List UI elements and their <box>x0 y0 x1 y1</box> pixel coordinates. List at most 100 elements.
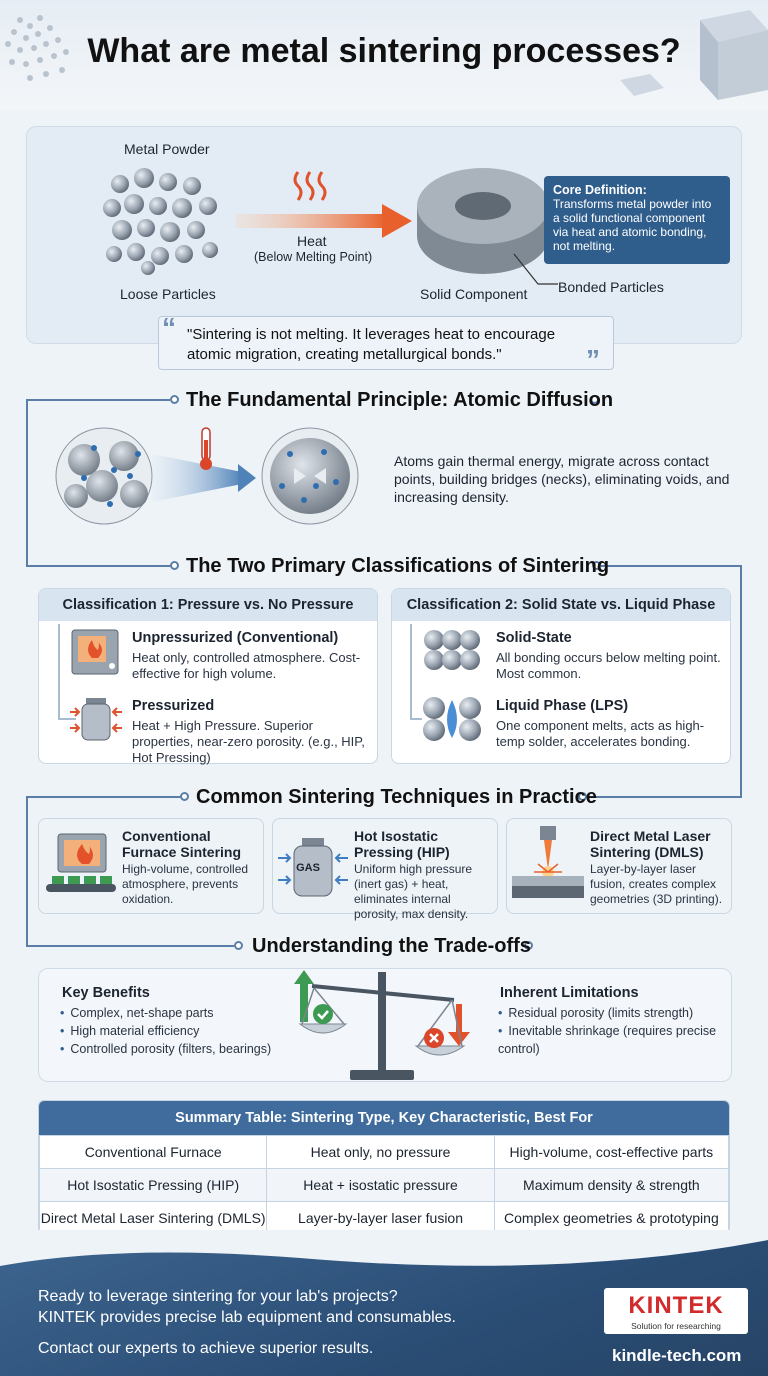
dmls-desc: Layer-by-layer laser fusion, creates com… <box>590 862 723 906</box>
table-cell: Maximum density & strength <box>493 1168 729 1202</box>
solid-state-desc: All bonding occurs below melting point. … <box>496 650 721 681</box>
connector-dot <box>524 941 533 950</box>
conveyor-furnace-icon <box>46 833 116 892</box>
liquid-phase-name: Liquid Phase (LPS) <box>496 698 629 714</box>
gas-vessel-icon <box>278 838 348 897</box>
table-row: Direct Metal Laser Sintering (DMLS) Laye… <box>39 1201 729 1233</box>
core-definition-text: Transforms metal powder into a solid fun… <box>553 197 712 253</box>
pressure-vessel-icon <box>70 698 122 741</box>
connector-line <box>26 796 182 798</box>
table-cell: Hot Isostatic Pressing (HIP) <box>39 1168 268 1202</box>
metal-cube-decoration <box>620 10 768 100</box>
classification-1-header: Classification 1: Pressure vs. No Pressu… <box>39 589 377 621</box>
connector-dot <box>592 561 601 570</box>
tradeoffs-title: Understanding the Trade-offs <box>252 935 531 957</box>
pressurized-desc: Heat + High Pressure. Superior propertie… <box>132 718 365 765</box>
liquid-phase-desc: One component melts, acts as high-temp s… <box>496 718 705 749</box>
connector-line <box>601 565 741 567</box>
tree-line <box>58 718 76 720</box>
connector-line <box>26 399 170 401</box>
unpressurized-name: Unpressurized (Conventional) <box>132 630 339 646</box>
page-title: What are metal sintering processes? <box>87 32 681 70</box>
metal-powder-label: Metal Powder <box>124 141 210 157</box>
quote-box: "Sintering is not melting. It leverages … <box>158 316 614 370</box>
heat-label: Heat <box>297 233 327 249</box>
connector-line <box>586 796 742 798</box>
tree-line <box>410 624 412 720</box>
limits-title: Inherent Limitations <box>500 985 639 1001</box>
solid-ring-illustration <box>417 168 549 274</box>
loose-particles-illustration <box>103 168 218 275</box>
footer-line-2: KINTEK provides precise lab equipment an… <box>38 1309 456 1326</box>
dmls-name: Direct Metal Laser Sintering (DMLS) <box>590 828 711 860</box>
connector-line <box>26 399 28 565</box>
connector-line <box>26 796 28 946</box>
connector-dot <box>578 792 587 801</box>
table-cell: Complex geometries & prototyping <box>493 1201 729 1233</box>
connector-line <box>740 565 742 797</box>
benefits-title: Key Benefits <box>62 985 150 1001</box>
thermometer-icon <box>200 427 212 470</box>
balance-scale-illustration <box>294 970 470 1080</box>
powder-pile-decoration <box>5 15 69 81</box>
table-cell: Heat only, no pressure <box>266 1135 495 1169</box>
tree-line <box>410 718 422 720</box>
limits-list: Residual porosity (limits strength) Inev… <box>498 1004 726 1058</box>
brand-tagline: Solution for researching <box>631 1321 721 1331</box>
connector-line <box>26 945 234 947</box>
heat-arrow-illustration <box>236 171 412 238</box>
gas-label: GAS <box>296 862 320 874</box>
pressurized-name: Pressurized <box>132 698 215 714</box>
bonded-particles-label: Bonded Particles <box>558 279 664 295</box>
table-cell: High-volume, cost-effective parts <box>493 1135 729 1169</box>
footer-wave <box>0 1230 768 1266</box>
table-row: Conventional Furnace Heat only, no press… <box>39 1135 729 1169</box>
summary-table: Conventional Furnace Heat only, no press… <box>39 1135 729 1233</box>
connector-dot <box>170 561 179 570</box>
solid-state-name: Solid-State <box>496 630 572 646</box>
connector-dot <box>234 941 243 950</box>
hip-desc: Uniform high pressure (inert gas) + heat… <box>354 862 473 921</box>
core-definition-title: Core Definition: <box>553 183 647 197</box>
hip-name: Hot Isostatic Pressing (HIP) <box>354 828 450 860</box>
liquid-phase-particles-icon <box>423 697 481 741</box>
connector-dot <box>170 395 179 404</box>
table-row: Hot Isostatic Pressing (HIP) Heat + isos… <box>39 1168 729 1202</box>
atomic-diffusion-illustration <box>55 427 359 525</box>
solid-component-label: Solid Component <box>420 286 528 302</box>
website-link[interactable]: kindle-tech.com <box>612 1346 742 1365</box>
classification-2-header: Classification 2: Solid State vs. Liquid… <box>392 589 730 621</box>
quote-text: "Sintering is not melting. It leverages … <box>187 326 556 363</box>
solid-state-particles-icon <box>424 630 480 670</box>
brand-logo-box: KINTEK Solution for researching <box>604 1288 748 1334</box>
table-cell: Layer-by-layer laser fusion <box>266 1201 495 1233</box>
footer-line-3[interactable]: Contact our experts to achieve superior … <box>38 1340 374 1357</box>
limit-item: Residual porosity (limits strength) <box>498 1004 726 1022</box>
loose-particles-label: Loose Particles <box>120 286 216 302</box>
table-cell: Conventional Furnace <box>39 1135 268 1169</box>
open-quote-icon: “ <box>162 312 176 343</box>
core-definition-box: Core Definition: Transforms metal powder… <box>544 176 730 264</box>
connector-line <box>26 565 176 567</box>
classification-2-card: Classification 2: Solid State vs. Liquid… <box>391 588 731 764</box>
principle-title: The Fundamental Principle: Atomic Diffus… <box>186 389 614 411</box>
furnace-desc: High-volume, controlled atmosphere, prev… <box>122 862 249 906</box>
close-quote-icon: ” <box>586 344 600 375</box>
principle-text: Atoms gain thermal energy, migrate acros… <box>394 453 730 505</box>
brand-logo: KINTEK <box>628 1292 724 1319</box>
table-cell: Direct Metal Laser Sintering (DMLS) <box>39 1201 268 1233</box>
benefits-list: Complex, net-shape parts High material e… <box>60 1004 290 1058</box>
furnace-icon <box>71 629 119 675</box>
tree-line <box>58 624 60 720</box>
benefit-item: High material efficiency <box>60 1022 290 1040</box>
summary-table-box: Summary Table: Sintering Type, Key Chara… <box>38 1100 730 1234</box>
heat-note: (Below Melting Point) <box>254 250 373 264</box>
techniques-title: Common Sintering Techniques in Practice <box>196 786 597 808</box>
footer-line-1: Ready to leverage sintering for your lab… <box>38 1288 398 1305</box>
connector-dot <box>590 395 599 404</box>
bonded-particles-pointer <box>513 253 558 285</box>
unpressurized-desc: Heat only, controlled atmosphere. Cost-e… <box>132 650 361 681</box>
benefit-item: Controlled porosity (filters, bearings) <box>60 1040 290 1058</box>
classifications-title: The Two Primary Classifications of Sinte… <box>186 555 610 577</box>
laser-sintering-icon <box>512 826 584 898</box>
